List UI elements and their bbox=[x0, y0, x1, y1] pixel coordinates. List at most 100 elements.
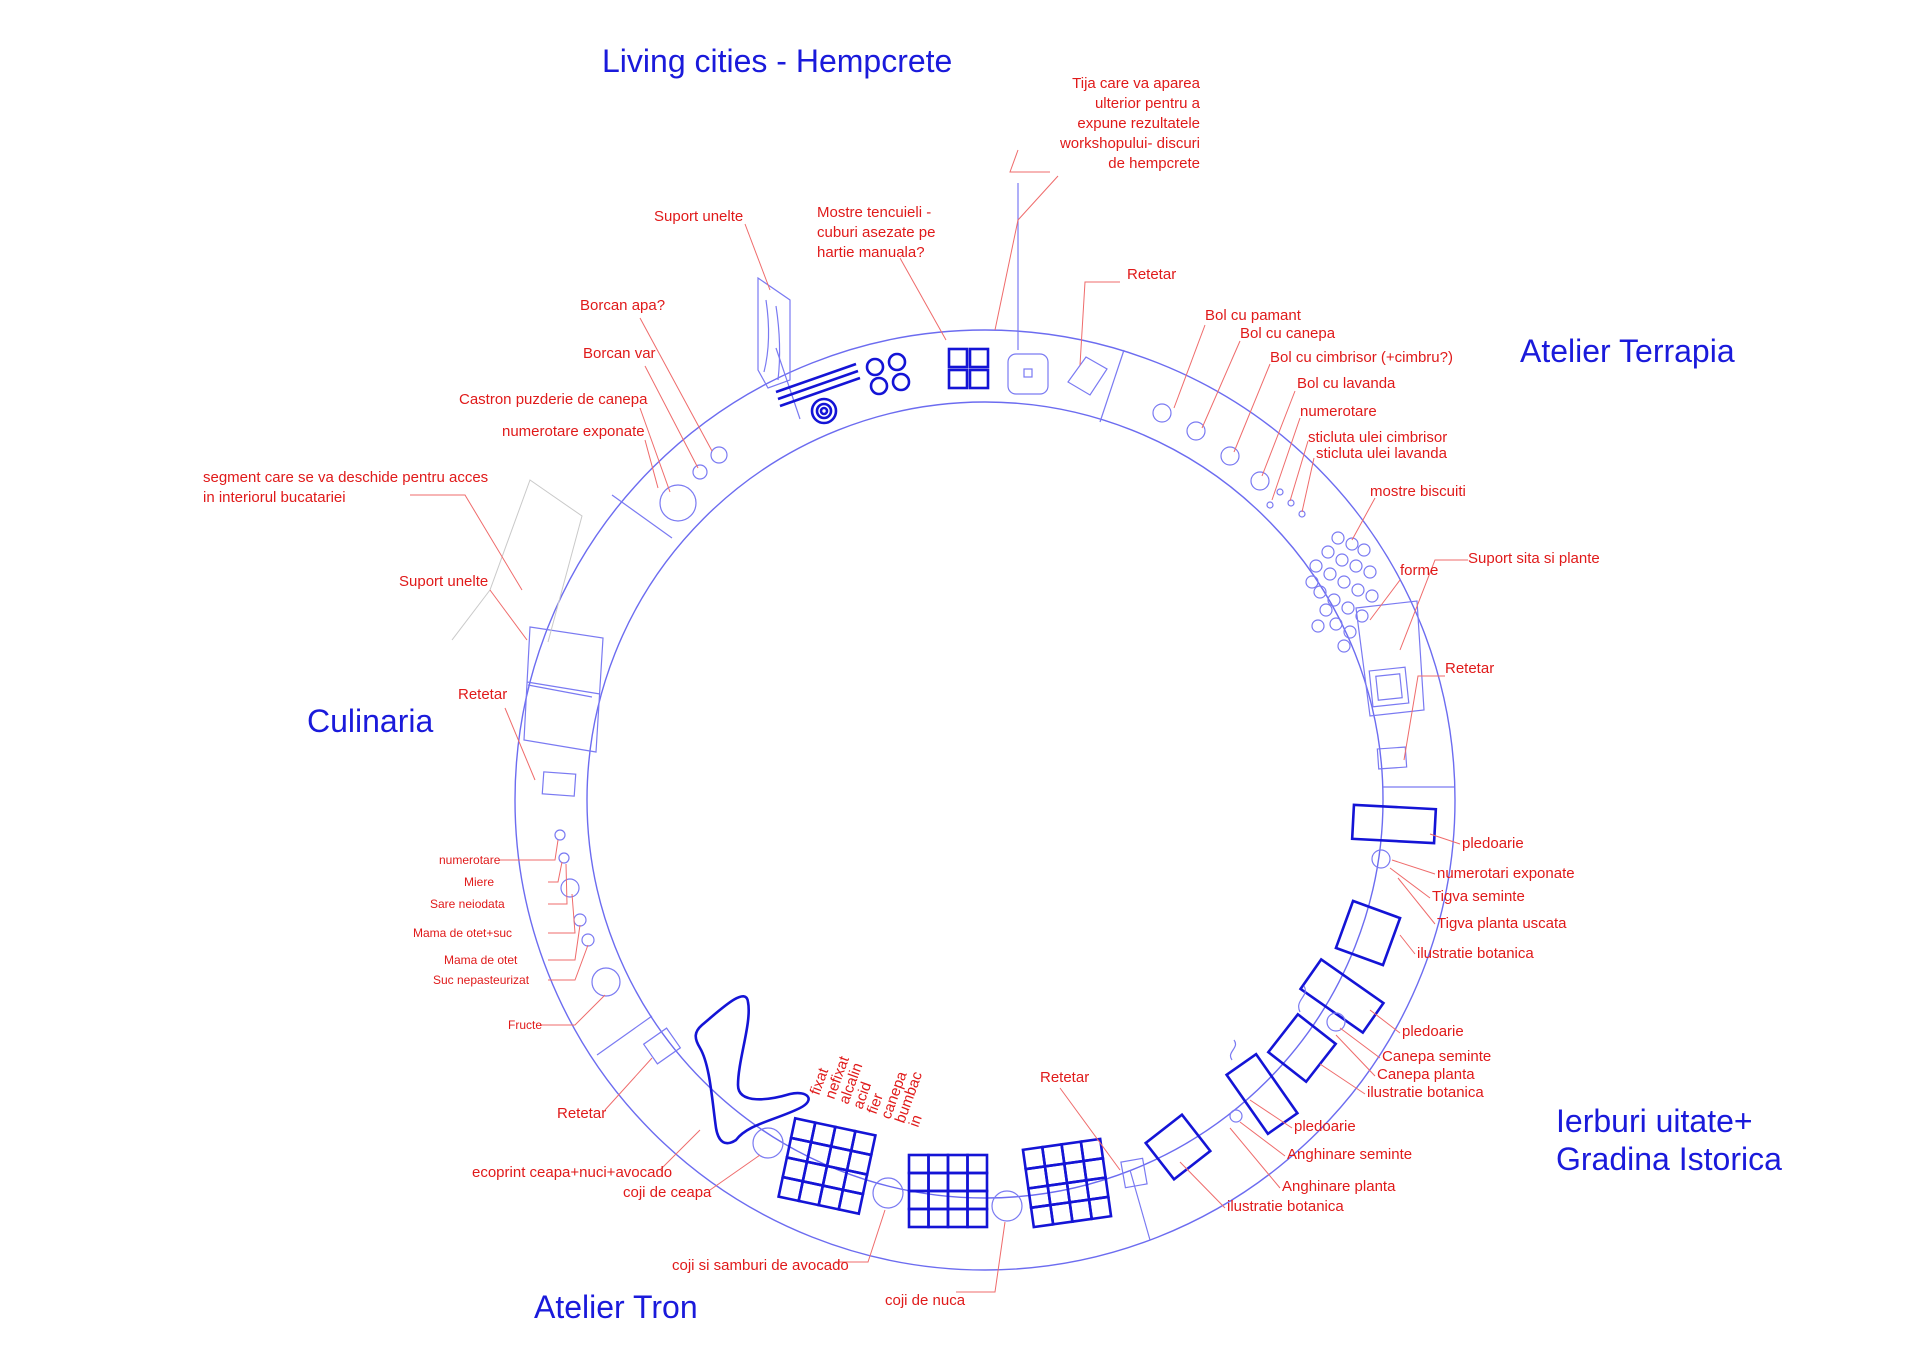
hemp-bowl bbox=[659, 484, 697, 522]
dye-cell bbox=[927, 1171, 950, 1193]
label-bol-canepa: Bol cu canepa bbox=[1240, 325, 1336, 342]
label-mostre-3: hartie manuala? bbox=[817, 244, 925, 261]
recipe-book bbox=[1120, 1157, 1148, 1189]
label-anghinare-planta: Anghinare planta bbox=[1282, 1178, 1396, 1195]
label-pledoarie-1: pledoarie bbox=[1462, 835, 1524, 852]
leader bbox=[548, 861, 563, 883]
bowl-soil bbox=[1152, 403, 1172, 423]
leader bbox=[504, 707, 536, 781]
label-ilustratie-3: ilustratie botanica bbox=[1227, 1198, 1344, 1215]
leader bbox=[1339, 1027, 1381, 1059]
label-numerotare-right: numerotare bbox=[1300, 403, 1377, 420]
leader bbox=[548, 944, 589, 981]
fruit-bowl bbox=[591, 967, 621, 997]
label-suport-sita: Suport sita si plante bbox=[1468, 550, 1600, 567]
label-bol-lavanda: Bol cu lavanda bbox=[1297, 375, 1396, 392]
leader-lines bbox=[410, 149, 1468, 1293]
label-coji-avocado: coji si samburi de avocado bbox=[672, 1257, 849, 1274]
dye-cell bbox=[927, 1207, 950, 1229]
biscuit bbox=[1341, 601, 1355, 615]
bowl-thyme bbox=[1220, 446, 1240, 466]
plaster-cube bbox=[968, 368, 990, 390]
label-suport-unelte-left: Suport unelte bbox=[399, 573, 488, 590]
onion-bowl bbox=[752, 1127, 784, 1159]
plea-panel bbox=[1298, 957, 1386, 1035]
label-fructe: Fructe bbox=[508, 1018, 542, 1032]
section-title-culinaria: Culinaria bbox=[307, 703, 433, 739]
dye-cell bbox=[946, 1207, 969, 1229]
biscuit bbox=[1305, 575, 1319, 589]
label-sticluta-cimbrisor: sticluta ulei cimbrisor bbox=[1308, 429, 1447, 446]
label-retetar-bottom: Retetar bbox=[1040, 1069, 1089, 1086]
label-pledoarie-3: pledoarie bbox=[1294, 1118, 1356, 1135]
oil-vial bbox=[1266, 501, 1274, 509]
leader bbox=[1319, 1063, 1366, 1095]
tool-holder-tools bbox=[763, 299, 781, 381]
leader bbox=[1389, 867, 1431, 899]
dye-cell bbox=[907, 1153, 930, 1175]
label-suc: Suc nepasteurizat bbox=[433, 973, 530, 987]
biscuit bbox=[1335, 553, 1349, 567]
dye-grid bbox=[1021, 1137, 1113, 1229]
sample-circle bbox=[865, 357, 885, 377]
label-retetar-top: Retetar bbox=[1127, 266, 1176, 283]
label-tija-2: ulterior pentru a bbox=[1095, 95, 1201, 112]
biscuit bbox=[1337, 575, 1351, 589]
biscuit bbox=[1363, 565, 1377, 579]
lime-jar bbox=[692, 464, 708, 480]
leader bbox=[1271, 417, 1301, 501]
dye-cell bbox=[1087, 1195, 1113, 1221]
bowl-hemp bbox=[1186, 421, 1206, 441]
dye-cell bbox=[966, 1171, 989, 1193]
leader bbox=[548, 863, 568, 905]
biscuit-samples bbox=[1305, 531, 1379, 653]
leader bbox=[1403, 675, 1445, 761]
vinegar-mother bbox=[581, 933, 595, 947]
section-title-ierburi: Ierburi uitate+ bbox=[1556, 1103, 1753, 1139]
plaster-cube bbox=[947, 368, 969, 390]
leader bbox=[604, 1057, 653, 1111]
biscuit bbox=[1331, 531, 1345, 545]
rosette bbox=[815, 402, 833, 420]
leader bbox=[644, 365, 699, 469]
leader bbox=[410, 494, 523, 591]
leader bbox=[1399, 559, 1468, 651]
dye-cell bbox=[927, 1153, 950, 1175]
label-sare: Sare neiodata bbox=[430, 897, 505, 911]
sieve-frame bbox=[1375, 673, 1403, 701]
label-pledoarie-2: pledoarie bbox=[1402, 1023, 1464, 1040]
dye-cell bbox=[946, 1171, 969, 1193]
dye-label: fier bbox=[864, 1091, 887, 1116]
walnut-bowl bbox=[991, 1190, 1023, 1222]
oil-vial bbox=[1287, 499, 1295, 507]
access-segment bbox=[489, 479, 583, 643]
label-canepa-planta: Canepa planta bbox=[1377, 1066, 1475, 1083]
label-retetar-culinaria: Retetar bbox=[557, 1105, 606, 1122]
label-numerotare-exponate: numerotare exponate bbox=[502, 423, 645, 440]
dye-cell bbox=[907, 1207, 930, 1229]
leader bbox=[1239, 1121, 1286, 1157]
plank bbox=[779, 376, 861, 408]
leader bbox=[709, 1154, 761, 1191]
leader bbox=[1429, 833, 1461, 845]
label-borcan-var: Borcan var bbox=[583, 345, 656, 362]
label-segment-1: segment care se va deschide pentru acces bbox=[203, 469, 488, 486]
leader bbox=[659, 1129, 701, 1171]
oil-vial bbox=[1276, 488, 1284, 496]
biscuit bbox=[1343, 625, 1357, 639]
ring bbox=[514, 329, 1456, 1271]
dye-cell bbox=[907, 1171, 930, 1193]
leader bbox=[639, 317, 713, 452]
dye-cell bbox=[966, 1207, 989, 1229]
label-tija-4: workshopului- discuri bbox=[1059, 135, 1200, 152]
botanical-illustration bbox=[1143, 1112, 1213, 1182]
leader bbox=[1249, 1099, 1293, 1129]
tron-objects bbox=[642, 995, 1113, 1229]
leader bbox=[1399, 934, 1416, 955]
biscuit bbox=[1327, 593, 1341, 607]
label-suport-unelte-top: Suport unelte bbox=[654, 208, 743, 225]
label-segment-2: in interiorul bucatariei bbox=[203, 489, 346, 506]
label-bol-pamant: Bol cu pamant bbox=[1205, 307, 1302, 324]
section-title-living-cities: Living cities - Hempcrete bbox=[602, 43, 952, 79]
